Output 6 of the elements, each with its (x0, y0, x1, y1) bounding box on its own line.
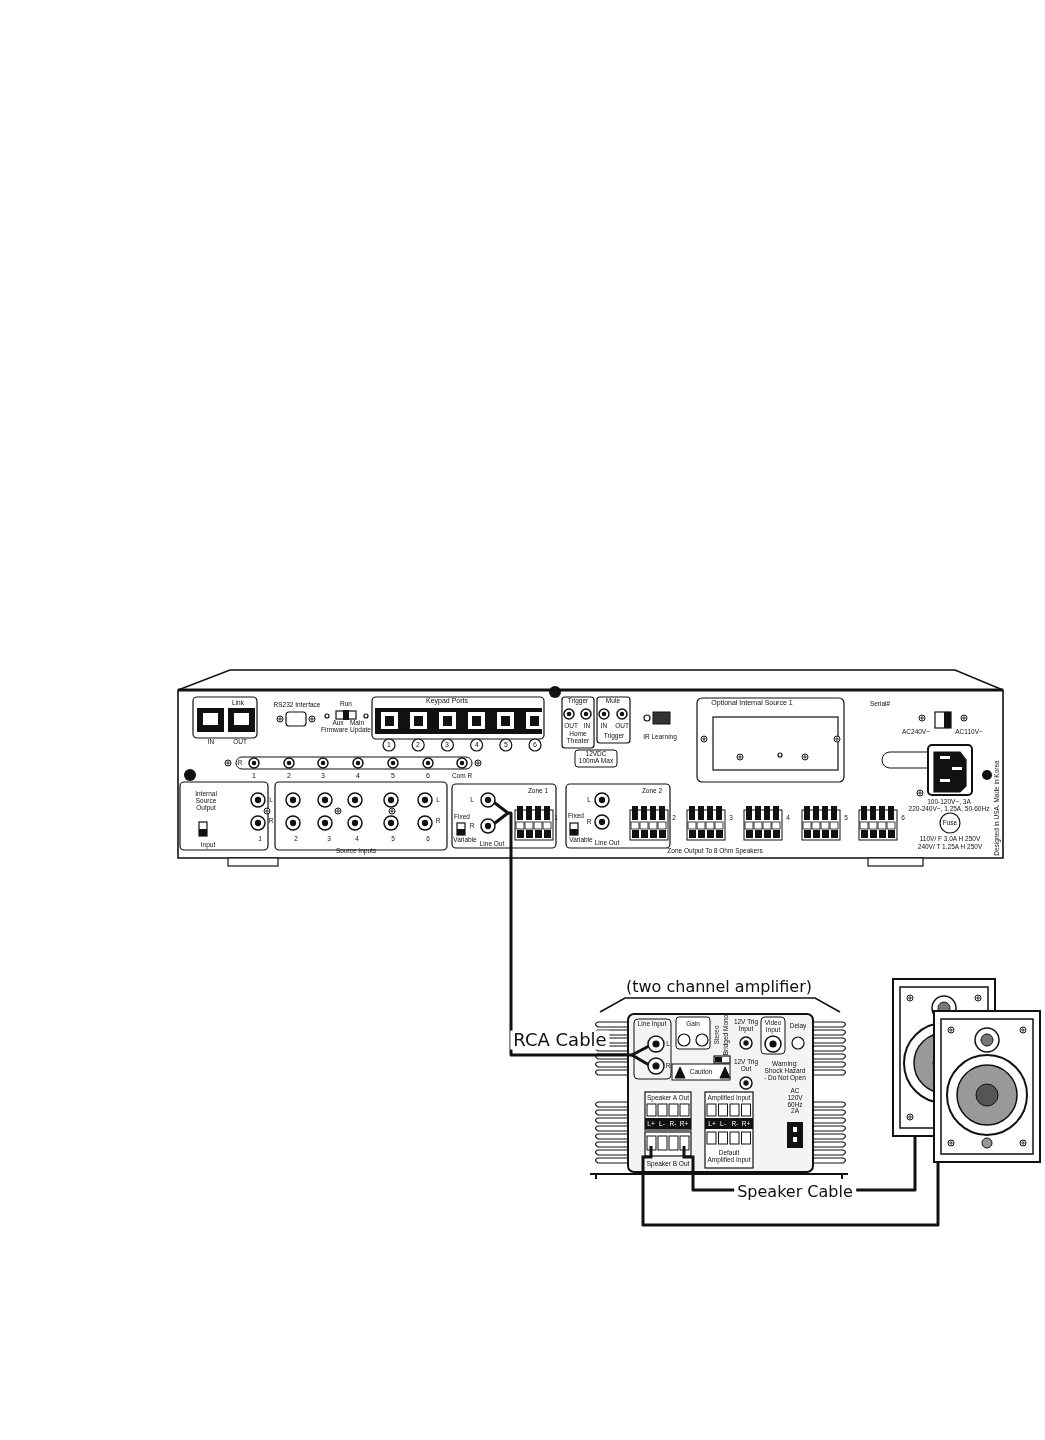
cable-line (641, 1163, 940, 1227)
amplifier-title: (two channel amplifier) (625, 978, 813, 996)
cable-line (507, 811, 632, 1057)
edge-label: RCA Cable (510, 1030, 610, 1050)
speaker-drawing (933, 1010, 1041, 1163)
edge-label: Speaker Cable (734, 1183, 856, 1201)
